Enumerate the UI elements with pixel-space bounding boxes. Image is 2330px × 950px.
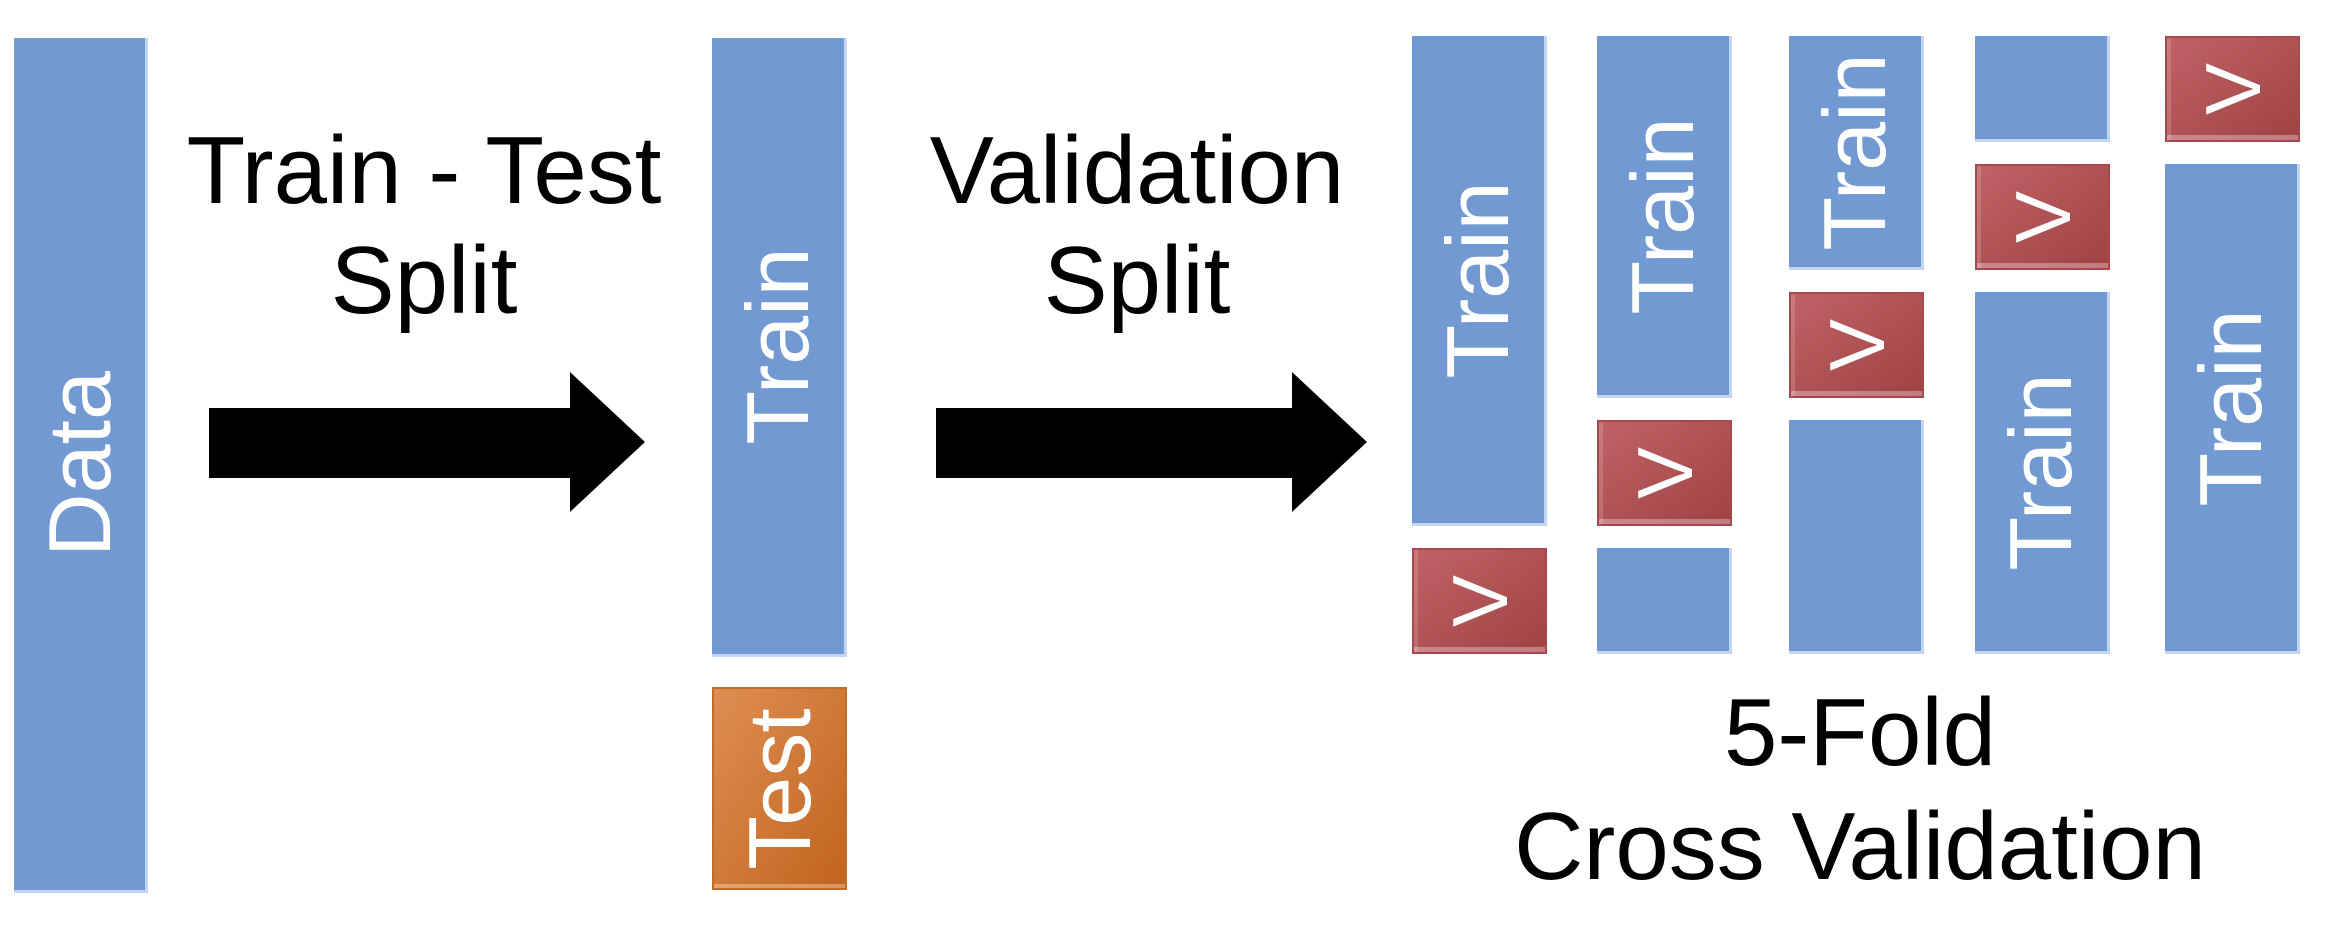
fold-col5-train-block: Train bbox=[2165, 164, 2300, 654]
fold-col2-train-block: Train bbox=[1597, 36, 1732, 398]
fold-col3-validation-label: V bbox=[1812, 318, 1901, 372]
test-bar: Test bbox=[712, 687, 847, 890]
fold-col3-train-block bbox=[1789, 420, 1924, 654]
arrow-body bbox=[936, 408, 1292, 478]
cross-validation-caption: 5-Fold Cross Validation bbox=[1410, 676, 2310, 904]
fold-col1-validation-block: V bbox=[1412, 548, 1547, 654]
train-test-split-title-line1: Train - Test bbox=[186, 117, 662, 224]
fold-col5-train-label: Train bbox=[2181, 308, 2280, 507]
data-bar: Data bbox=[14, 38, 148, 893]
fold-col5-validation-block: V bbox=[2165, 36, 2300, 142]
fold-col2-train-block bbox=[1597, 548, 1732, 654]
fold-col2-train-label: Train bbox=[1613, 116, 1712, 315]
fold-col3-train-block: Train bbox=[1789, 36, 1924, 270]
fold-col2-validation-block: V bbox=[1597, 420, 1732, 526]
fold-col4-train-block: Train bbox=[1975, 292, 2110, 654]
fold-col4-train-block bbox=[1975, 36, 2110, 142]
arrow-head bbox=[570, 372, 645, 512]
fold-col2-validation-label: V bbox=[1620, 446, 1709, 500]
fold-col1-validation-label: V bbox=[1435, 574, 1524, 628]
validation-split-title-line2: Split bbox=[1043, 227, 1231, 334]
fold-col4-validation-block: V bbox=[1975, 164, 2110, 270]
train-bar: Train bbox=[712, 38, 847, 657]
fold-col3-train-label: Train bbox=[1805, 52, 1904, 251]
train-test-split-title: Train - Test Split bbox=[144, 116, 704, 336]
train-test-split-title-line2: Split bbox=[330, 227, 518, 334]
fold-col5-validation-label: V bbox=[2188, 62, 2277, 116]
cross-validation-caption-line1: 5-Fold bbox=[1723, 679, 1997, 786]
arrow-body bbox=[209, 408, 570, 478]
fold-col1-train-block: Train bbox=[1412, 36, 1547, 526]
arrow-head bbox=[1292, 372, 1367, 512]
validation-split-title-line1: Validation bbox=[929, 117, 1345, 224]
fold-col4-validation-label: V bbox=[1998, 190, 2087, 244]
fold-col3-validation-block: V bbox=[1789, 292, 1924, 398]
fold-col4-train-label: Train bbox=[1991, 372, 2090, 571]
validation-split-title: Validation Split bbox=[857, 116, 1417, 336]
cross-validation-caption-line2: Cross Validation bbox=[1514, 793, 2206, 900]
fold-col1-train-label: Train bbox=[1428, 180, 1527, 379]
